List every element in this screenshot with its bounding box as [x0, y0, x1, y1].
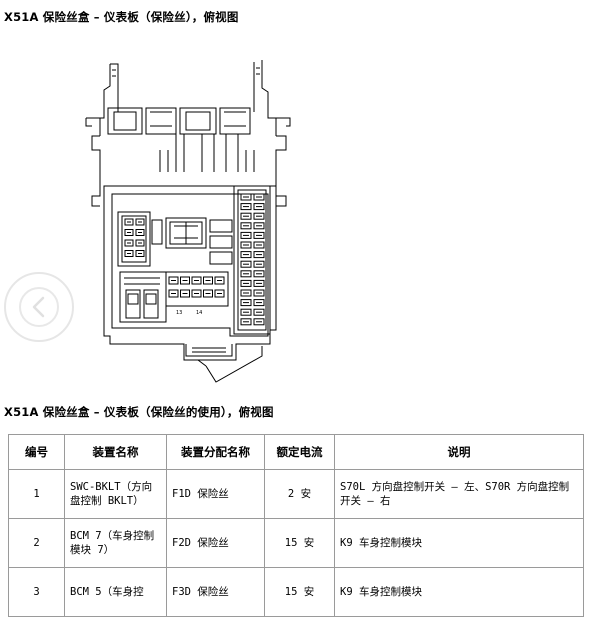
fuse-slot: [168, 289, 179, 298]
fuse-slot: [240, 222, 252, 230]
fuse-slot: [253, 222, 265, 230]
fuse-slot: [253, 308, 265, 316]
fuse-slot: [240, 308, 252, 316]
fuse-slot: [240, 260, 252, 268]
table-cell: 1: [8, 469, 65, 519]
section-title: X51A 保险丝盒 – 仪表板（保险丝的使用），俯视图: [4, 405, 274, 419]
fuse-slot: [124, 239, 134, 247]
fuse-slot: [240, 270, 252, 278]
fuse-slot: [240, 251, 252, 259]
table-cell: F3D 保险丝: [166, 567, 265, 617]
column-header: 额定电流: [264, 434, 335, 470]
fuse-slot: [253, 251, 265, 259]
fuse-slot: [240, 231, 252, 239]
fuse-slot: [203, 276, 213, 285]
fuse-slot: [240, 318, 252, 326]
table-cell: F2D 保险丝: [166, 518, 265, 568]
table-cell: 2 安: [264, 469, 335, 519]
fuse-slot: [135, 229, 145, 236]
table-cell: F1D 保险丝: [166, 469, 265, 519]
fuse-slot: [214, 276, 225, 285]
fuse-slot: [253, 299, 265, 307]
fuse-slot: [124, 229, 134, 236]
column-header: 装置名称: [64, 434, 167, 470]
fuse-slot: [240, 279, 252, 287]
table-cell: BCM 7（车身控制模块 7）: [64, 518, 167, 568]
table-row: 2 BCM 7（车身控制模块 7） F2D 保险丝 15 安 K9 车身控制模块: [8, 518, 584, 568]
table-cell: 2: [8, 518, 65, 568]
back-button[interactable]: [4, 272, 74, 342]
fuse-slot: [124, 250, 134, 257]
table-row: 3 BCM 5（车身控 F3D 保险丝 15 安 K9 车身控制模块: [8, 567, 584, 617]
fuse-slot: [253, 203, 265, 211]
table-cell: 15 安: [264, 567, 335, 617]
table-cell: 15 安: [264, 518, 335, 568]
fuse-slot: [135, 250, 145, 257]
column-header: 说明: [334, 434, 584, 470]
diagram-label: 14: [196, 310, 202, 316]
table-header-row: 编号 装置名称 装置分配名称 额定电流 说明: [8, 434, 584, 470]
column-header: 装置分配名称: [166, 434, 265, 470]
column-header: 编号: [8, 434, 65, 470]
diagram-label: 13: [176, 310, 182, 316]
fuse-slot: [191, 276, 202, 285]
fuse-slot: [253, 279, 265, 287]
fuse-slot: [168, 276, 179, 285]
fuse-box-diagram: 13 14: [85, 60, 291, 383]
fuse-slot: [240, 193, 252, 201]
fuse-slot: [253, 318, 265, 326]
fuse-slot: [240, 203, 252, 211]
fuse-slot: [135, 218, 145, 226]
table-cell: S70L 方向盘控制开关 – 左、S70R 方向盘控制开关 – 右: [334, 469, 584, 519]
fuse-slot: [253, 260, 265, 268]
chevron-left-icon: [19, 287, 59, 327]
fuse-slot: [135, 239, 145, 247]
table-cell: SWC-BKLT（方向盘控制 BKLT）: [64, 469, 167, 519]
fuse-slot: [240, 212, 252, 220]
table-cell: BCM 5（车身控: [64, 567, 167, 617]
fuse-slot: [253, 212, 265, 220]
fuse-slot: [124, 218, 134, 226]
fuse-slot: [253, 231, 265, 239]
fuse-slot: [253, 193, 265, 201]
table-cell: K9 车身控制模块: [334, 518, 584, 568]
fuse-slot: [180, 289, 190, 298]
fuse-slot: [203, 289, 213, 298]
table-row: 1 SWC-BKLT（方向盘控制 BKLT） F1D 保险丝 2 安 S70L …: [8, 469, 584, 519]
fuse-usage-table: 编号 装置名称 装置分配名称 额定电流 说明 1 SWC-BKLT（方向盘控制 …: [8, 434, 584, 617]
fuse-slot: [253, 289, 265, 297]
fuse-slot: [253, 270, 265, 278]
table-cell: K9 车身控制模块: [334, 567, 584, 617]
fuse-slot: [240, 241, 252, 249]
fuse-slot: [180, 276, 190, 285]
fuse-slot: [240, 289, 252, 297]
fuse-slot: [191, 289, 202, 298]
page-title: X51A 保险丝盒 – 仪表板（保险丝），俯视图: [4, 10, 239, 24]
fuse-slot: [214, 289, 225, 298]
fuse-slot: [253, 241, 265, 249]
table-cell: 3: [8, 567, 65, 617]
fuse-slot: [240, 299, 252, 307]
